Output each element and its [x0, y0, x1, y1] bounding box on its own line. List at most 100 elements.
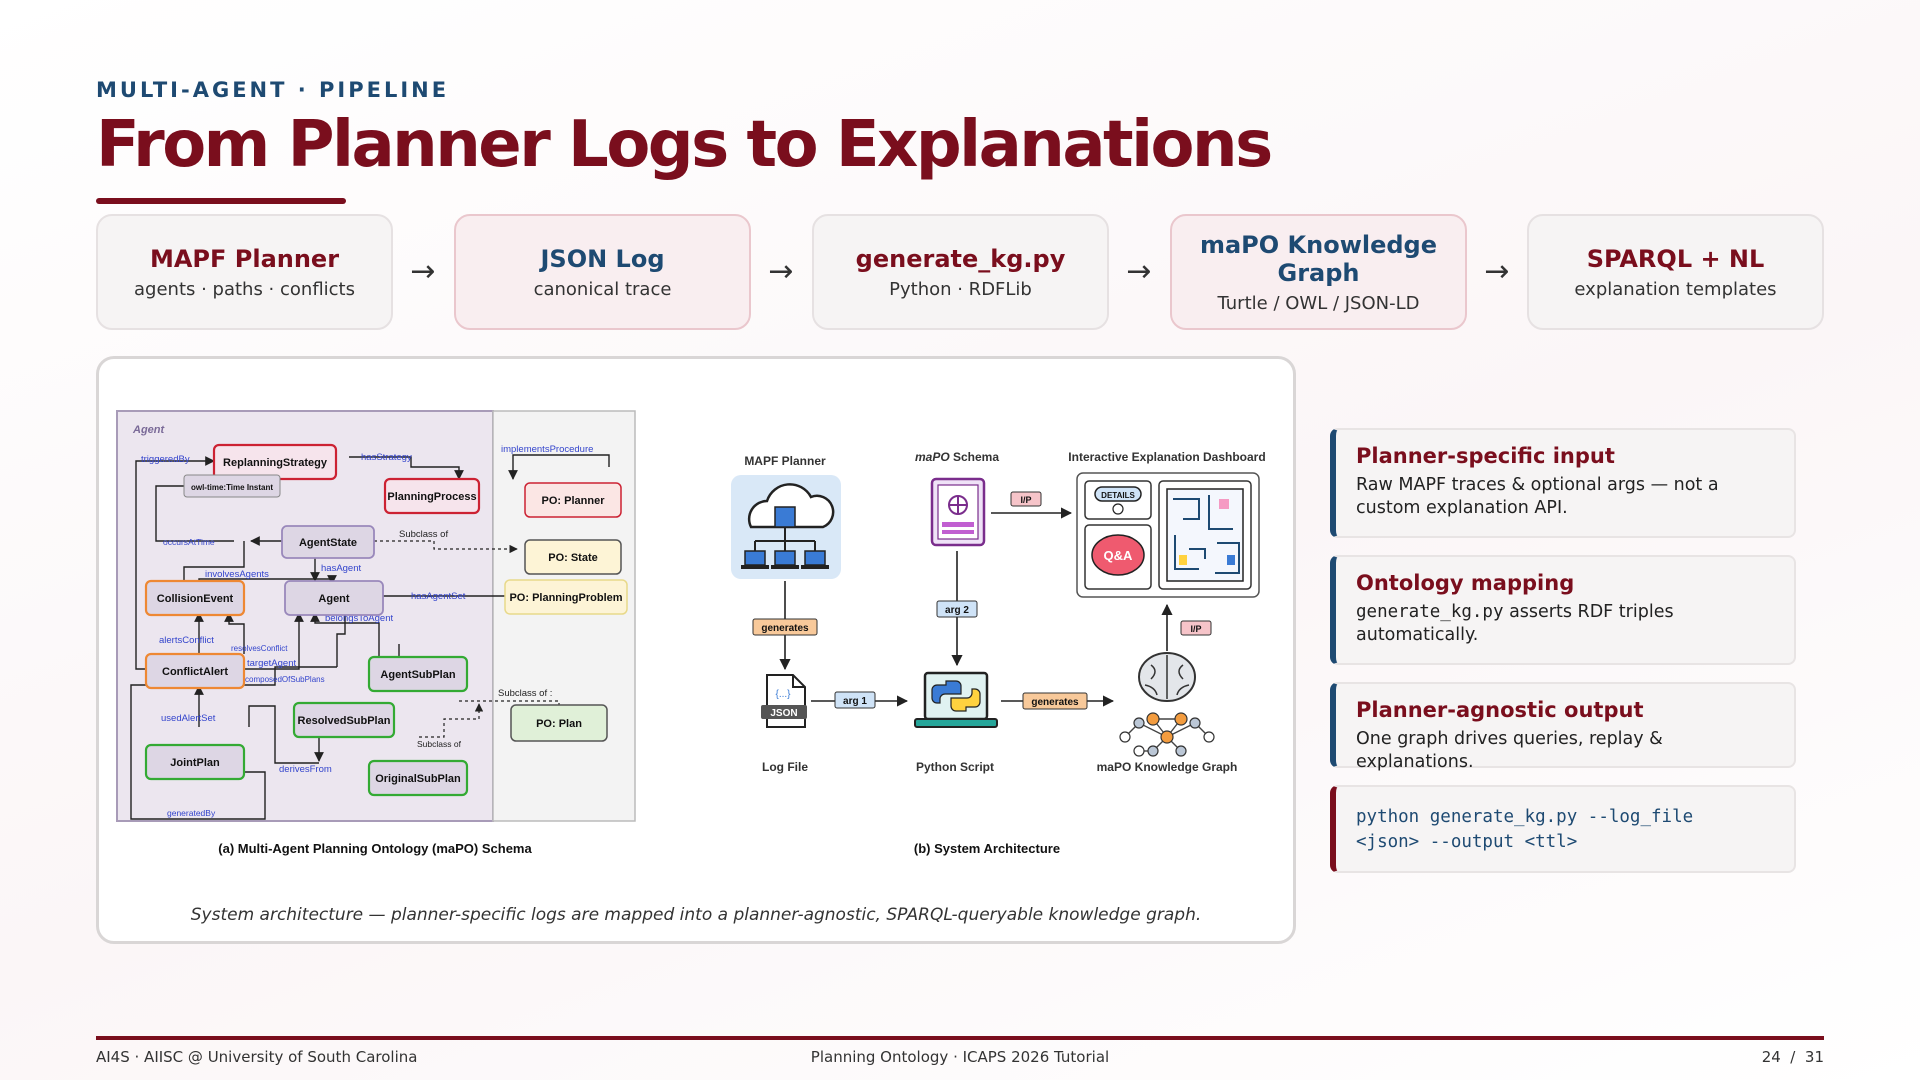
- pipeline-arrow-icon: →: [768, 254, 794, 289]
- pipeline-step-title: generate_kg.py: [855, 244, 1066, 273]
- edge-label-derives-from: derivesFrom: [279, 764, 332, 775]
- pipeline-step-subtitle: explanation templates: [1574, 278, 1777, 300]
- edge-resolves-conflict: [224, 612, 245, 654]
- json-braces-label: {...}: [775, 689, 791, 700]
- architecture-figure: Agent: [116, 410, 1266, 856]
- edge-derives-2: [248, 705, 319, 764]
- edge-subclass-state: [374, 540, 518, 554]
- title-underline: [96, 198, 346, 204]
- pipeline-step-subtitle: Turtle / OWL / JSON-LD: [1217, 292, 1420, 314]
- badge-generates-2: generates: [1031, 697, 1079, 708]
- node-po-planner: [524, 482, 622, 518]
- subclass-edges: [374, 540, 564, 738]
- card-title: Ontology mapping: [1356, 571, 1575, 595]
- code-line-1: python generate_kg.py --log_file: [1356, 807, 1694, 827]
- badge-arg1: arg 1: [843, 696, 867, 707]
- edge-target-agent: [235, 612, 304, 670]
- edge-label-occurs-at-time: occursAtTime: [163, 537, 215, 547]
- brain-graph-icon: [1119, 652, 1215, 757]
- badge-ip-1: I/P: [1020, 495, 1031, 505]
- pipeline-step-sparql-nl: SPARQL + NL explanation templates: [1527, 214, 1824, 330]
- card-body: Raw MAPF traces & optional args — not a …: [1356, 475, 1719, 518]
- schema-panel-label: (a) Multi-Agent Planning Ontology (maPO)…: [218, 841, 532, 856]
- card-body: generate_kg.py asserts RDF triples autom…: [1356, 601, 1776, 647]
- card-body-code: generate_kg.py: [1356, 602, 1504, 622]
- node-label: PO: Plan: [536, 718, 582, 730]
- pipeline-arrow-icon: →: [410, 254, 436, 289]
- arch-kg-label: maPO Knowledge Graph: [1097, 760, 1238, 774]
- edge-generated-by: [130, 684, 266, 820]
- figure-caption: System architecture — planner-specific l…: [190, 905, 1202, 925]
- edge-has-strategy: [349, 456, 464, 480]
- json-label: JSON: [770, 708, 797, 719]
- card-body-text: asserts RDF triples automatically.: [1356, 602, 1674, 645]
- arch-badges: generates arg 2 arg 1 I/P generates I/P: [752, 491, 1212, 710]
- node-po-planning-problem: [504, 579, 628, 615]
- arch-mapo-italic: maPO: [915, 450, 950, 464]
- card-planner-specific-input: Planner-specific input Raw MAPF traces &…: [1330, 428, 1796, 538]
- pipeline-step-title: maPO Knowledge Graph: [1199, 230, 1438, 287]
- arch-panel-label: (b) System Architecture: [914, 841, 1060, 856]
- node-label: CollisionEvent: [157, 593, 234, 605]
- pipeline-step-subtitle: agents · paths · conflicts: [134, 278, 355, 300]
- node-agent-state: [281, 525, 375, 559]
- code-line-2: <json> --output <ttl>: [1356, 832, 1578, 852]
- edge-label-has-agent: hasAgent: [321, 563, 362, 574]
- details-label: DETAILS: [1101, 491, 1135, 500]
- node-agent: [284, 580, 384, 616]
- qa-label: Q&A: [1104, 548, 1134, 563]
- node-po-plan: [510, 704, 608, 742]
- pipeline-step-mapf-planner: MAPF Planner agents · paths · conflicts: [96, 214, 393, 330]
- edge-label-generated-by: generatedBy: [167, 808, 216, 818]
- po-region: [492, 410, 636, 822]
- pipeline-step-generate-kg: generate_kg.py Python · RDFLib: [812, 214, 1109, 330]
- node-label: PlanningProcess: [387, 491, 476, 503]
- edge-label-involves-agents: involvesAgents: [205, 569, 269, 580]
- badge-ip-2: I/P: [1190, 624, 1201, 634]
- pipeline-step-subtitle: canonical trace: [533, 278, 672, 300]
- edge-label-subclass-plan: Subclass of :: [498, 688, 552, 699]
- schema-book-icon: [930, 477, 986, 547]
- code-snippet-card: python generate_kg.py --log_file <json> …: [1330, 785, 1796, 873]
- node-label: OriginalSubPlan: [375, 773, 461, 785]
- node-label: owl-time:Time Instant: [191, 483, 273, 492]
- json-file-icon: {...} JSON: [761, 674, 807, 728]
- edge-label-subclass-state: Subclass of: [399, 529, 448, 540]
- pipeline-step-subtitle: Python · RDFLib: [889, 278, 1032, 300]
- arch-python-script-label: Python Script: [916, 760, 994, 774]
- edge-belongs-to-agent: [310, 612, 380, 657]
- arch-labels: MAPF Planner maPO Schema Interactive Exp…: [744, 450, 1265, 774]
- node-label: Agent: [318, 593, 350, 605]
- edge-label-has-agent-set: hasAgentSet: [411, 591, 466, 602]
- node-label: AgentSubPlan: [380, 669, 455, 681]
- edge-label-alerts-conflict: alertsConflict: [159, 635, 214, 646]
- node-collision-event: [144, 579, 246, 617]
- edge-label-has-strategy: hasStrategy: [361, 452, 412, 463]
- pipeline-arrow-icon: →: [1126, 254, 1152, 289]
- edge-subclass-resolved: [419, 703, 484, 738]
- arch-log-file-label: Log File: [762, 760, 808, 774]
- card-title: Planner-specific input: [1356, 444, 1615, 468]
- pipeline-step-json-log: JSON Log canonical trace: [454, 214, 751, 330]
- figure-card: Agent: [96, 356, 1296, 944]
- badge-arg2: arg 2: [945, 605, 969, 616]
- node-original-subplan: [367, 759, 469, 797]
- pipeline-arrow-icon: →: [1484, 254, 1510, 289]
- arch-mapf-planner-label: MAPF Planner: [744, 454, 826, 468]
- footer-tutorial: Planning Ontology · ICAPS 2026 Tutorial: [810, 1048, 1110, 1066]
- arch-mapo-rest: Schema: [950, 450, 1000, 464]
- node-conflict-alert: [144, 652, 246, 690]
- footer-affiliation: AI4S · AIISC @ University of South Carol…: [96, 1048, 418, 1066]
- footer-rule: [96, 1036, 1824, 1040]
- card-body: One graph drives queries, replay & expla…: [1356, 729, 1663, 772]
- node-time-instant: [183, 474, 281, 498]
- slide-title: From Planner Logs to Explanations: [96, 108, 1273, 182]
- python-laptop-icon: [914, 671, 998, 728]
- edge-label-target-agent: targetAgent: [247, 658, 296, 669]
- schema-edge-labels: triggeredBy hasStrategy implementsProced…: [141, 444, 593, 818]
- edge-time: [155, 485, 234, 542]
- dashboard-icon: DETAILS Q&A: [1076, 472, 1260, 598]
- edge-label-implements-procedure: implementsProcedure: [501, 444, 593, 455]
- edge-composed-of: [235, 666, 337, 686]
- badge-generates-1: generates: [761, 623, 809, 634]
